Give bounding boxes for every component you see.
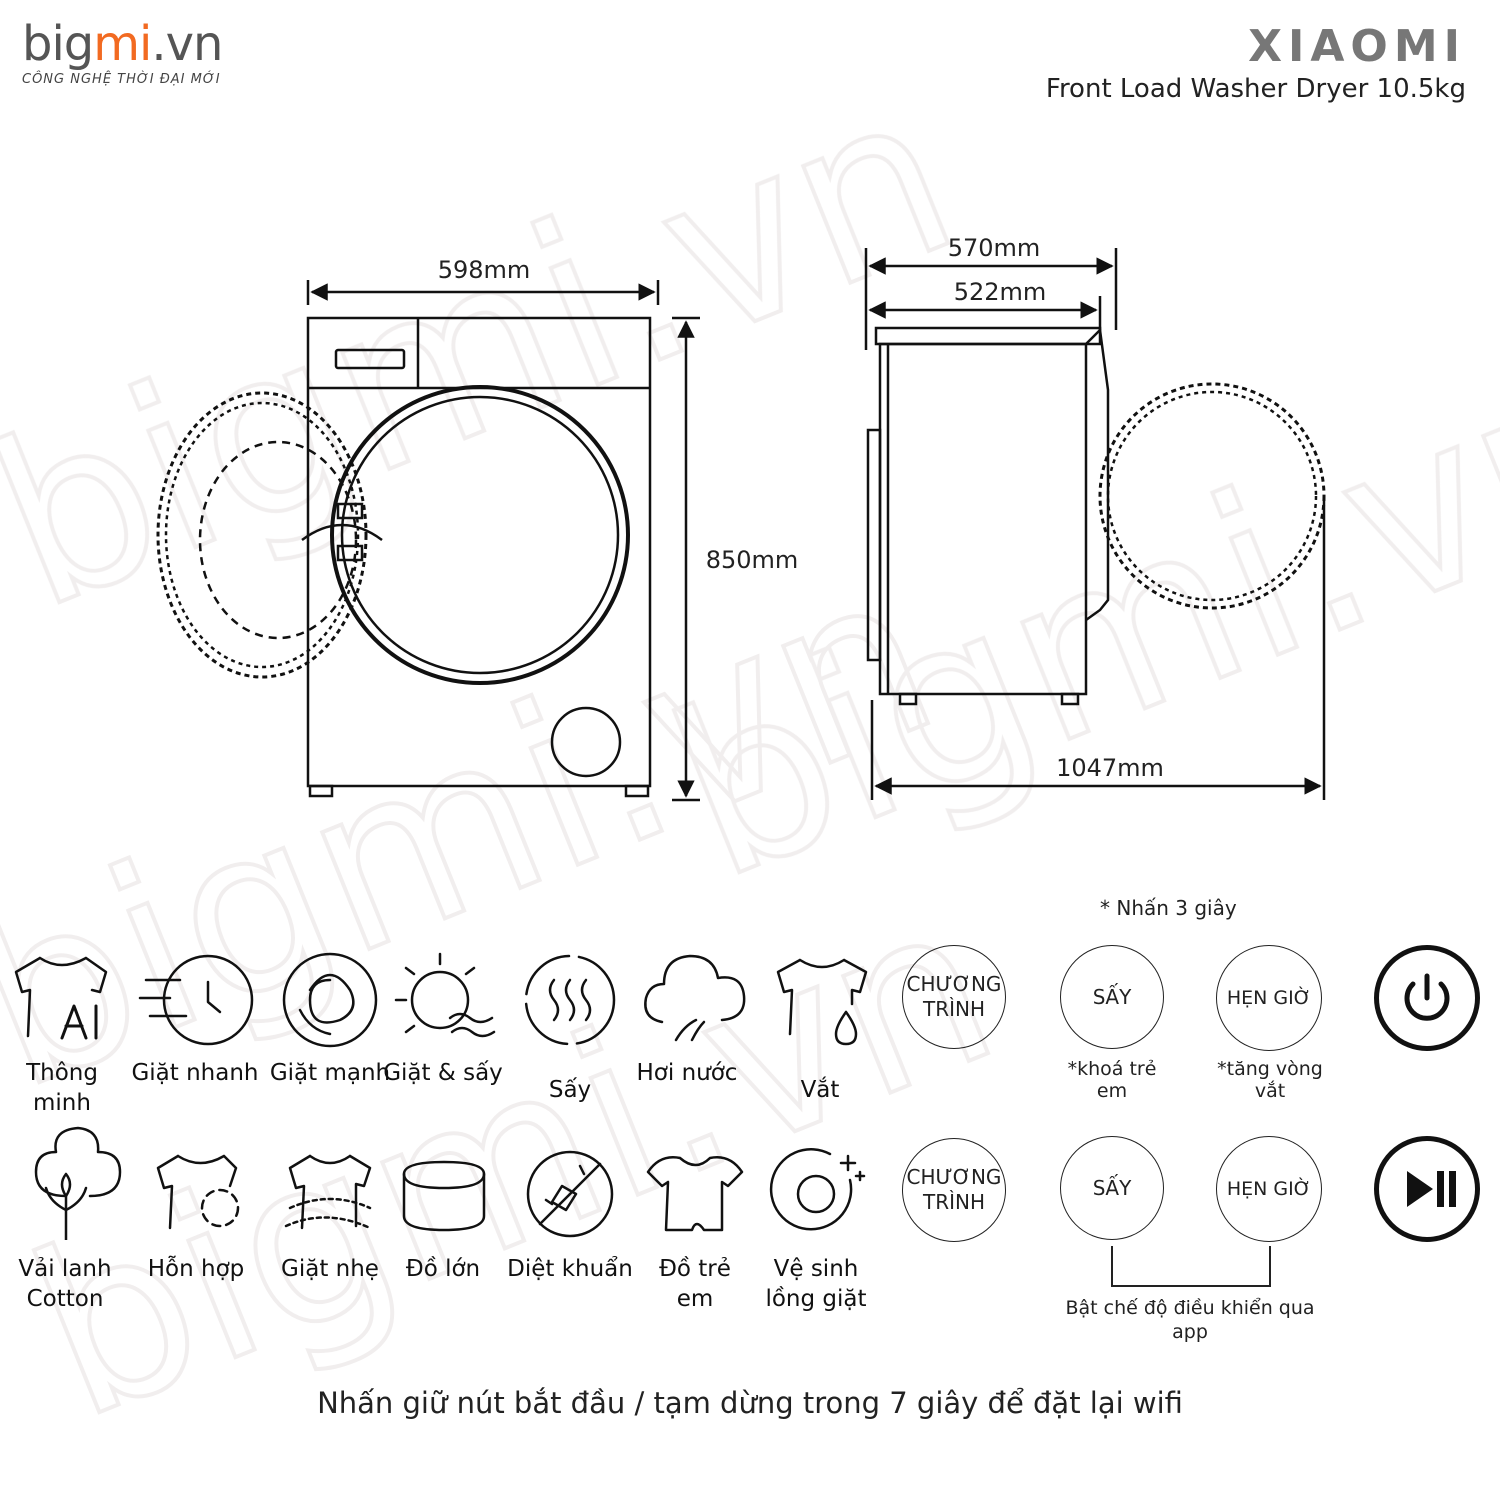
start-pause-button[interactable] <box>1374 1136 1480 1242</box>
play-pause-icon <box>1407 1171 1456 1207</box>
label-giat-nhanh: Giặt nhanh <box>131 1060 259 1086</box>
bigmi-logo[interactable]: bigmi.vn CÔNG NGHỆ THỜI ĐẠI MỚI <box>22 16 223 87</box>
width-label: 598mm <box>438 256 531 284</box>
app-control-note: Bật chế độ điều khiển qua app <box>1065 1297 1315 1343</box>
label-giat-say: Giặt & sấy <box>383 1060 503 1086</box>
delicate-icon <box>284 1154 372 1230</box>
app-control-bracket <box>1111 1246 1271 1287</box>
steam-icon <box>644 954 746 1042</box>
cotton-icon <box>34 1126 122 1240</box>
baby-icon <box>646 1156 744 1232</box>
program-button[interactable]: CHƯƠNG TRÌNH <box>902 945 1006 1049</box>
label-diet-khuan: Diệt khuẩn <box>507 1256 633 1282</box>
label-hon-hop: Hỗn hợp <box>147 1256 245 1282</box>
drum-clean-icon <box>769 1148 866 1231</box>
label-vai-lanh-cotton: Vải lanh Cotton <box>18 1256 112 1312</box>
height-label: 850mm <box>706 546 799 574</box>
ai-shirt-icon <box>14 956 108 1040</box>
label-ve-sinh-long-giat: Vệ sinh lồng giặt <box>765 1256 867 1312</box>
dry-button-2[interactable]: SẤY <box>1060 1136 1164 1240</box>
wifi-reset-instruction: Nhấn giữ nút bắt đầu / tạm dừng trong 7 … <box>317 1386 1183 1420</box>
label-hoi-nuoc: Hơi nước <box>636 1060 738 1086</box>
label-giat-nhe: Giặt nhẹ <box>281 1256 379 1282</box>
brand-block: XIAOMI Front Load Washer Dryer 10.5kg <box>1045 21 1466 105</box>
extra-spin-note: *tăng vòng vắt <box>1217 1058 1323 1102</box>
label-do-lon: Đồ lớn <box>405 1256 481 1282</box>
dry-button[interactable]: SẤY <box>1060 945 1164 1049</box>
power-icon <box>1404 973 1450 1021</box>
program-button-2[interactable]: CHƯƠNG TRÌNH <box>902 1138 1006 1242</box>
brand-name: XIAOMI <box>1248 21 1466 72</box>
depth-open-label: 1047mm <box>1056 754 1164 782</box>
label-vat: Vắt <box>800 1077 840 1103</box>
logo-tagline: CÔNG NGHỆ THỜI ĐẠI MỚI <box>22 72 221 87</box>
sanitize-icon <box>526 1150 614 1238</box>
power-button[interactable] <box>1374 945 1480 1051</box>
label-do-tre-em: Đồ trẻ em <box>659 1256 731 1312</box>
program-icons <box>14 952 868 1240</box>
press-3s-hint: * Nhấn 3 giây <box>1100 896 1237 920</box>
model-name: Front Load Washer Dryer 10.5kg <box>1045 74 1466 104</box>
front-view <box>156 280 700 802</box>
timer-button[interactable]: HẸN GIỜ <box>1216 945 1322 1051</box>
wash-dry-icon <box>394 952 496 1038</box>
dry-icon <box>524 954 616 1046</box>
logo-wordmark: bigmi.vn <box>22 16 223 72</box>
side-view <box>864 248 1326 800</box>
heavy-wash-icon <box>282 952 378 1048</box>
child-lock-note: *khoá trẻ em <box>1067 1058 1157 1102</box>
spin-icon <box>776 958 868 1046</box>
label-thong-minh: Thông minh <box>26 1060 98 1116</box>
label-say: Sấy <box>548 1077 592 1103</box>
timer-button-2[interactable]: HẸN GIỜ <box>1216 1136 1322 1242</box>
depth-total-label: 570mm <box>948 234 1041 262</box>
quick-wash-icon <box>138 954 254 1046</box>
mixed-icon <box>156 1154 240 1230</box>
depth-body-label: 522mm <box>954 278 1047 306</box>
label-giat-manh: Giặt mạnh <box>269 1060 391 1086</box>
bulky-icon <box>402 1160 486 1232</box>
dimension-drawing: 598mm 850mm 570mm 522mm 1047mm <box>156 234 1326 802</box>
